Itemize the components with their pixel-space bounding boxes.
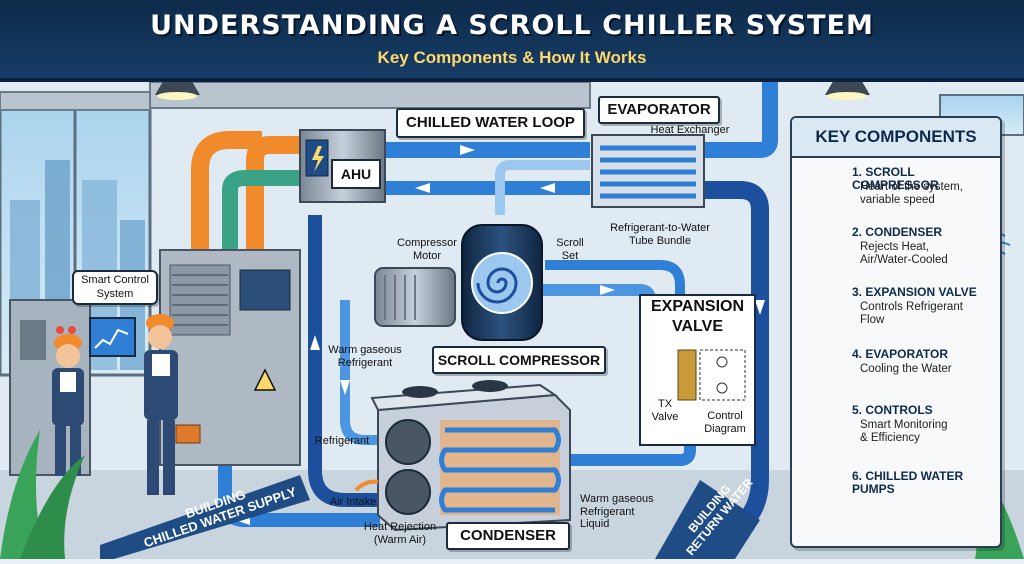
component-item: 2. CONDENSER Rejects Heat, Air/Water-Coo… (800, 226, 996, 288)
component-desc: Controls Refrigerant Flow (860, 301, 996, 327)
scroll-set-label: Scroll Set (548, 237, 592, 262)
scroll-set (472, 253, 532, 313)
heat-rejection-label: Heat Rejection (Warm Air) (355, 521, 445, 546)
key-components-title: KEY COMPONENTS (792, 118, 1000, 158)
component-item: 3. EXPANSION VALVE Controls Refrigerant … (800, 286, 996, 348)
component-name: 2. CONDENSER (852, 226, 996, 239)
scroll-compressor-label: SCROLL COMPRESSOR (432, 346, 606, 374)
component-desc: Heart of the system, variable speed (860, 181, 996, 207)
component-desc: Cooling the Water (860, 363, 996, 376)
component-desc: Rejects Heat, Air/Water-Cooled (860, 241, 996, 267)
header-banner: UNDERSTANDING A SCROLL CHILLER SYSTEM Ke… (0, 0, 1024, 82)
tube-bundle-label: Refrigerant-to-Water Tube Bundle (595, 222, 725, 247)
component-name: 6. CHILLED WATER PUMPS (852, 470, 996, 496)
tx-valve-label: TX Valve (648, 398, 682, 423)
ahu-label: AHU (334, 162, 378, 186)
compressor-motor-label: Compressor Motor (392, 237, 462, 262)
tx-valve (678, 350, 696, 400)
heat-exchanger-label: Heat Exchanger (640, 124, 740, 137)
control-diagram-label: Control Diagram (700, 410, 750, 435)
key-components-panel: KEY COMPONENTS 1. SCROLL COMPRESSOR Hear… (790, 116, 1002, 548)
air-intake-label: Air Intake (320, 496, 386, 509)
component-item: 6. CHILLED WATER PUMPS (800, 470, 996, 532)
condenser-fan (386, 420, 430, 464)
component-desc: Smart Monitoring & Efficiency (860, 419, 996, 445)
component-name: 3. EXPANSION VALVE (852, 286, 996, 299)
evaporator-label: EVAPORATOR (598, 96, 720, 124)
warm-gas-label: Warm gaseous Refrigerant (320, 344, 410, 369)
component-item: 4. EVAPORATOR Cooling the Water (800, 348, 996, 410)
component-name: 4. EVAPORATOR (852, 348, 996, 361)
ceiling-duct (150, 82, 590, 108)
component-item: 5. CONTROLS Smart Monitoring & Efficienc… (800, 404, 996, 466)
page-subtitle: Key Components & How It Works (0, 48, 1024, 68)
component-item: 1. SCROLL COMPRESSOR Heart of the system… (800, 166, 996, 228)
component-name: 5. CONTROLS (852, 404, 996, 417)
page-title: UNDERSTANDING A SCROLL CHILLER SYSTEM (0, 10, 1024, 41)
refrigerant-label: Refrigerant (302, 435, 382, 448)
liquid-line-label: Warm gaseous Refrigerant Liquid (580, 493, 660, 531)
ceiling-duct (0, 92, 150, 110)
chilled-water-loop-label: CHILLED WATER LOOP (396, 108, 585, 138)
condenser-fan (386, 470, 430, 514)
smart-control-label: Smart Control System (72, 270, 158, 305)
expansion-valve-label: EXPANSION VALVE (642, 297, 753, 339)
condenser-label: CONDENSER (446, 522, 570, 550)
monitor-screen (90, 318, 135, 356)
